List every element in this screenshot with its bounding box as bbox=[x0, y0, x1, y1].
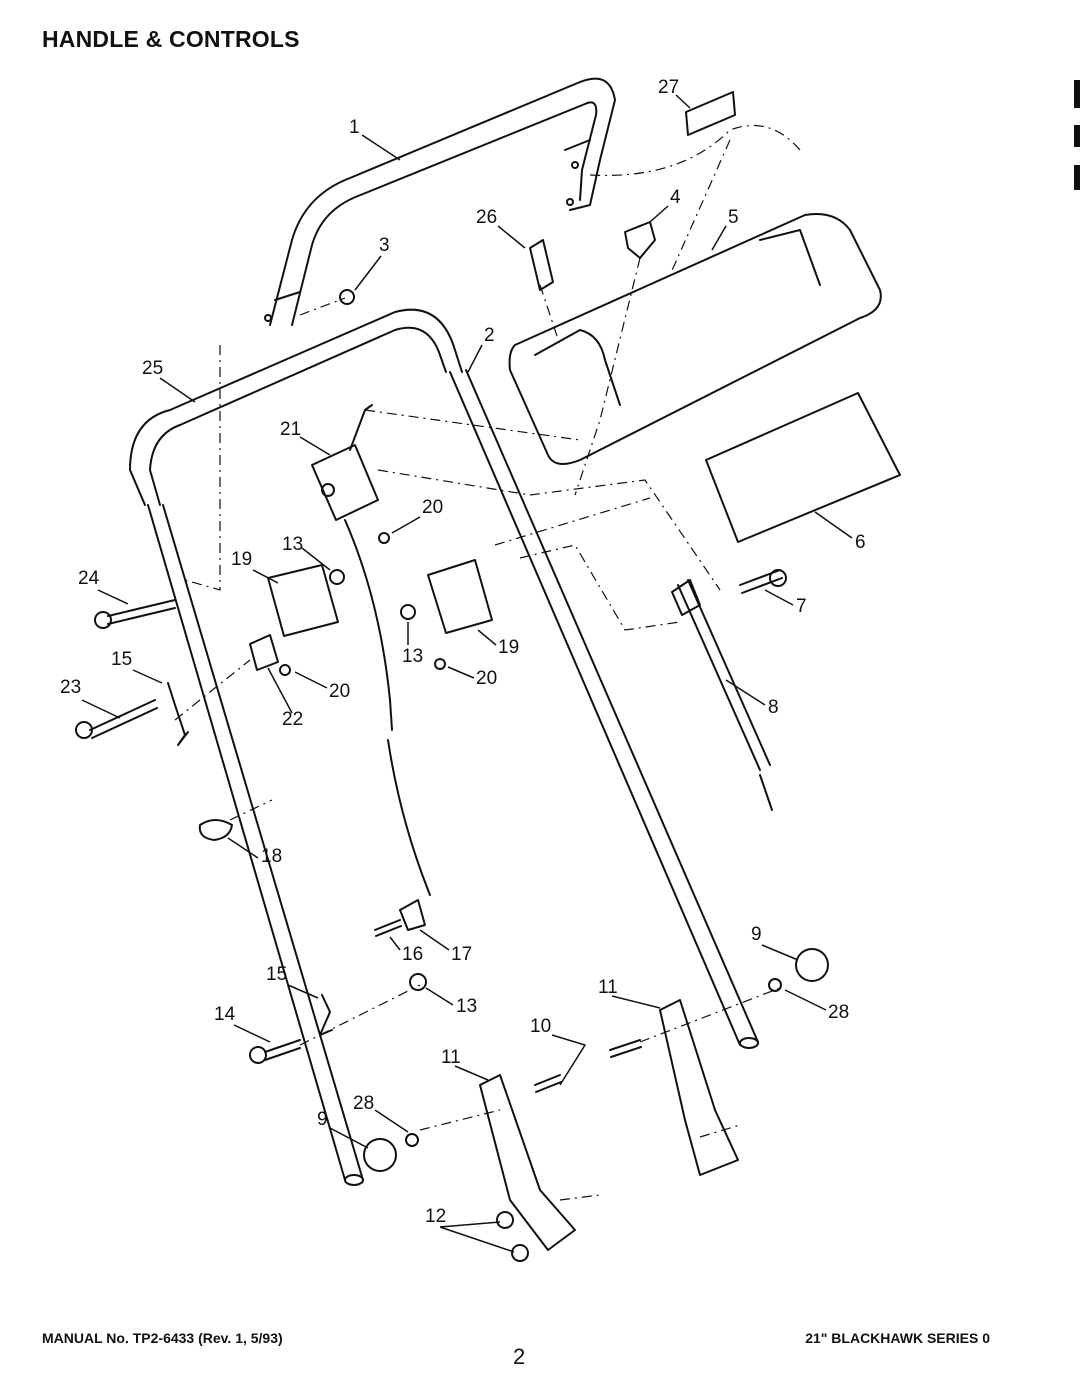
nut-part-13-a bbox=[329, 569, 345, 585]
callout-20-a: 20 bbox=[422, 497, 443, 518]
callout-20-b: 20 bbox=[329, 681, 350, 702]
nut-part-13-b bbox=[400, 604, 416, 620]
nut-part-12-a bbox=[496, 1211, 514, 1229]
callout-15-lower: 15 bbox=[266, 964, 287, 985]
callout-16: 16 bbox=[402, 944, 423, 965]
callout-11-left: 11 bbox=[441, 1047, 461, 1068]
nut-part-3 bbox=[339, 289, 355, 305]
lower-handle-part-2-25 bbox=[129, 308, 759, 1186]
washer-part-28-a bbox=[405, 1133, 419, 1147]
height-bracket-part-11-right bbox=[659, 999, 739, 1176]
decal-part-27 bbox=[685, 91, 736, 136]
callout-28-left: 28 bbox=[353, 1093, 374, 1114]
callout-27: 27 bbox=[658, 77, 679, 98]
control-cable bbox=[344, 519, 773, 896]
callout-11-right: 11 bbox=[598, 977, 618, 998]
control-panel-cover-part-5 bbox=[508, 213, 882, 465]
nut-part-12-b bbox=[511, 1244, 529, 1262]
height-bracket-part-11-left bbox=[479, 1074, 576, 1251]
decal-part-6 bbox=[705, 392, 901, 543]
wing-nut-part-18 bbox=[198, 819, 233, 841]
callout-2: 2 bbox=[484, 325, 495, 346]
control-bracket-part-21 bbox=[311, 404, 379, 521]
callout-23: 23 bbox=[60, 677, 81, 698]
knob-part-9-right bbox=[795, 948, 829, 982]
screw-part-10-a bbox=[534, 1074, 562, 1093]
callout-6: 6 bbox=[855, 532, 866, 553]
callout-19-right: 19 bbox=[498, 637, 519, 658]
screw-part-20-b bbox=[279, 664, 291, 676]
callout-15-upper: 15 bbox=[111, 649, 132, 670]
knob-part-9-left bbox=[363, 1138, 397, 1172]
screw-part-10-b bbox=[609, 1039, 642, 1058]
clip-part-22 bbox=[249, 634, 279, 671]
callout-20-c: 20 bbox=[476, 668, 497, 689]
callout-13-c: 13 bbox=[456, 996, 477, 1017]
clip-part-15-lower bbox=[319, 994, 333, 1036]
callout-24: 24 bbox=[78, 568, 100, 589]
knob-part-4 bbox=[624, 221, 656, 259]
bracket-part-17 bbox=[399, 899, 426, 931]
callout-4: 4 bbox=[670, 187, 681, 208]
callout-1: 1 bbox=[349, 117, 360, 138]
series-name: 21" BLACKHAWK SERIES 0 bbox=[805, 1330, 990, 1346]
callout-10: 10 bbox=[530, 1016, 551, 1037]
upper-handle-part-1 bbox=[264, 77, 616, 326]
callout-12: 12 bbox=[425, 1206, 446, 1227]
callout-13-b: 13 bbox=[402, 646, 423, 667]
callout-28-right: 28 bbox=[828, 1002, 849, 1023]
callout-9-right: 9 bbox=[751, 924, 762, 945]
screw-part-20-a bbox=[378, 532, 390, 544]
callout-9-left: 9 bbox=[317, 1109, 328, 1130]
page-number: 2 bbox=[513, 1344, 526, 1369]
callout-7: 7 bbox=[796, 596, 807, 617]
page-title: HANDLE & CONTROLS bbox=[42, 26, 300, 52]
scan-edge-marks bbox=[1073, 80, 1080, 190]
nut-part-13-c bbox=[409, 973, 427, 991]
washer-part-28-b bbox=[768, 978, 782, 992]
callout-17: 17 bbox=[451, 944, 472, 965]
callout-13-a: 13 bbox=[282, 534, 303, 555]
screw-part-16 bbox=[374, 919, 402, 937]
callout-18: 18 bbox=[261, 846, 282, 867]
callout-14: 14 bbox=[214, 1004, 236, 1025]
callout-5: 5 bbox=[728, 207, 739, 228]
callout-8: 8 bbox=[768, 697, 779, 718]
callout-3: 3 bbox=[379, 235, 390, 256]
bracket-part-19-right bbox=[427, 559, 493, 634]
decal-part-26 bbox=[529, 239, 554, 291]
bracket-part-19-left bbox=[267, 564, 339, 637]
clip-part-15-upper bbox=[167, 682, 189, 746]
manual-number: MANUAL No. TP2-6433 (Rev. 1, 5/93) bbox=[42, 1330, 283, 1346]
callout-25: 25 bbox=[142, 358, 163, 379]
callout-21: 21 bbox=[280, 419, 301, 440]
bolts bbox=[75, 569, 787, 1064]
callout-26: 26 bbox=[476, 207, 497, 228]
callout-22: 22 bbox=[282, 709, 303, 730]
screw-part-20-c bbox=[434, 658, 446, 670]
callout-19-left: 19 bbox=[231, 549, 252, 570]
